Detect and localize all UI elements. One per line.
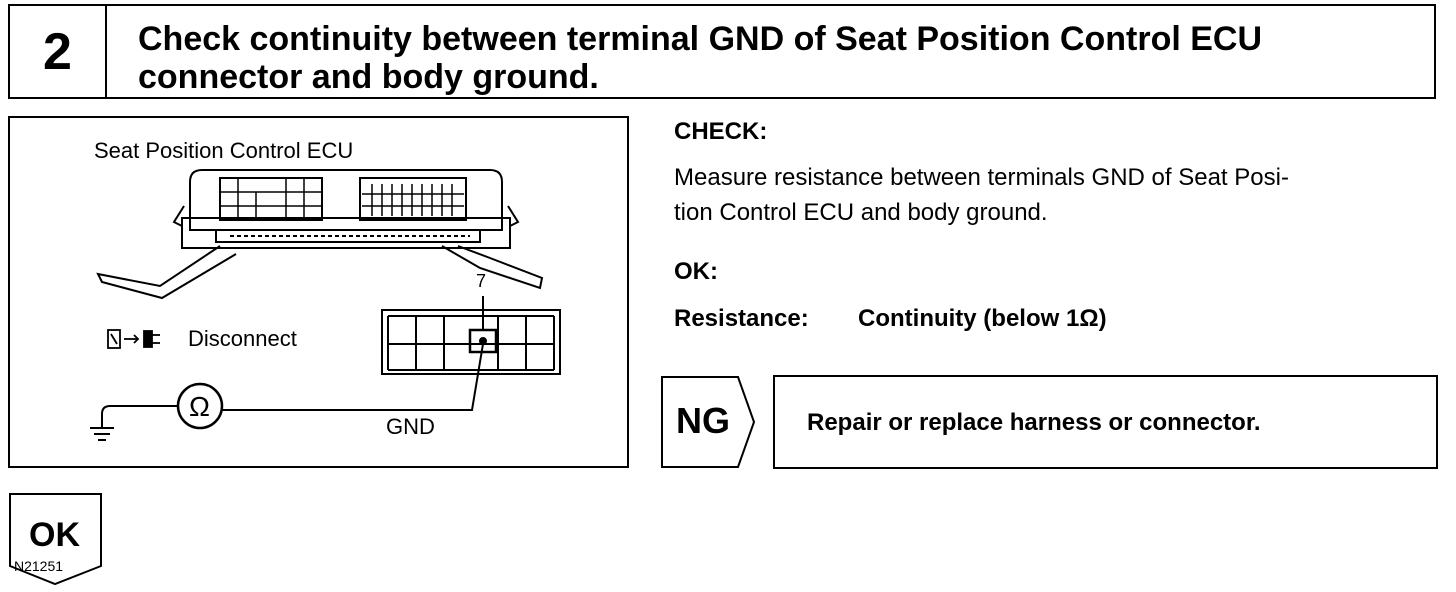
ng-action: Repair or replace harness or connector. — [807, 409, 1261, 436]
step-title-line2: connector and body ground. — [138, 58, 599, 96]
disconnect-icon — [107, 329, 160, 349]
ecu-connector-left — [219, 177, 323, 221]
step-header: 2 Check continuity between terminal GND … — [8, 4, 1436, 99]
step-number: 2 — [10, 6, 107, 97]
ecu-body — [189, 169, 503, 231]
ecu-connector-right — [359, 177, 467, 221]
ecu-diagram-svg — [90, 169, 561, 441]
check-heading: CHECK: — [674, 118, 768, 145]
ng-label: NG — [676, 400, 730, 441]
disconnect-label: Disconnect — [188, 326, 297, 351]
connector-face — [381, 309, 561, 375]
ok-heading: OK: — [674, 258, 718, 285]
ecu-base — [181, 217, 511, 249]
resistance-label: Resistance: — [674, 305, 809, 332]
ng-action-box: Repair or replace harness or connector. — [773, 375, 1438, 469]
gnd-label: GND — [386, 414, 435, 439]
figure-id: N21251 — [14, 558, 64, 574]
ok-branch-label: OK — [29, 516, 80, 554]
pin-number: 7 — [476, 271, 487, 291]
ohm-symbol: Ω — [189, 391, 210, 422]
check-text-line1: Measure resistance between terminals GND… — [674, 164, 1289, 191]
ecu-illustration: Seat Position Control ECU Disconnect 7 Ω… — [8, 116, 629, 574]
resistance-value: Continuity (below 1Ω) — [858, 305, 1107, 332]
ng-tab — [661, 376, 756, 468]
check-text: Measure resistance between terminals GND… — [674, 160, 1444, 230]
ok-tab — [9, 493, 102, 586]
step-title: Check continuity between terminal GND of… — [138, 20, 1262, 96]
step-title-line1: Check continuity between terminal GND of… — [138, 20, 1263, 58]
left-bracket — [96, 245, 237, 300]
check-text-line2: tion Control ECU and body ground. — [674, 199, 1048, 226]
test-lead — [222, 343, 484, 411]
ecu-label: Seat Position Control ECU — [94, 138, 354, 163]
right-bracket — [441, 245, 544, 290]
